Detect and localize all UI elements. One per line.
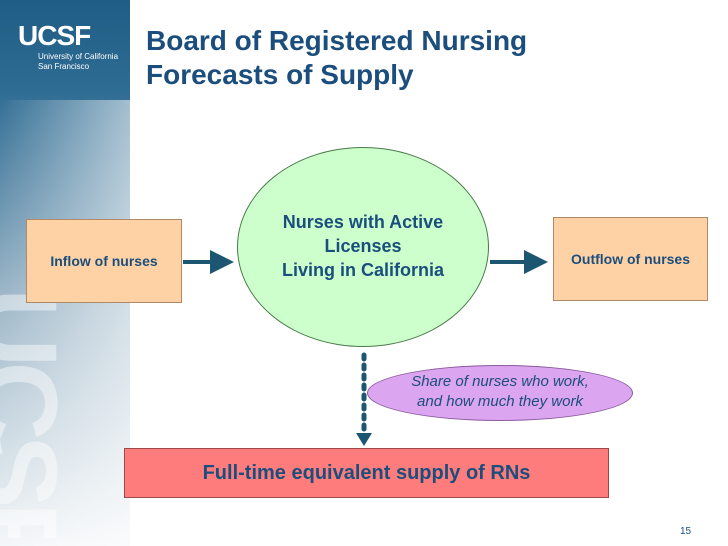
title-line-1: Board of Registered Nursing: [146, 25, 528, 56]
ucsf-logo: UCSF University of California San Franci…: [18, 22, 118, 72]
active-licenses-label: Nurses with Active Licenses Living in Ca…: [237, 210, 489, 282]
logo-mark: UCSF: [18, 20, 91, 51]
logo-subtitle: University of California San Francisco: [18, 52, 118, 72]
title-line-2: Forecasts of Supply: [146, 59, 414, 90]
fte-arrowhead: [356, 433, 372, 446]
share-line-2: and how much they work: [417, 393, 583, 410]
sidebar-fade: [0, 100, 130, 546]
center-line-3: Living in California: [281, 260, 444, 280]
outflow-box: Outflow of nurses: [553, 217, 708, 301]
slide-title: Board of Registered Nursing Forecasts of…: [146, 24, 706, 92]
share-ellipse: [367, 365, 633, 421]
center-line-2: Licenses: [324, 236, 402, 256]
fte-supply-box: Full-time equivalent supply of RNs: [124, 448, 609, 498]
share-line-1: Share of nurses who work,: [411, 373, 589, 390]
active-licenses-ellipse: [237, 147, 489, 347]
center-line-1: Nurses with Active: [282, 212, 444, 232]
logo-line-2: San Francisco: [38, 62, 90, 71]
share-label: Share of nurses who work, and how much t…: [367, 372, 633, 412]
page-number: 15: [680, 526, 692, 537]
logo-line-1: University of California: [38, 52, 119, 61]
inflow-box: Inflow of nurses: [26, 219, 182, 303]
